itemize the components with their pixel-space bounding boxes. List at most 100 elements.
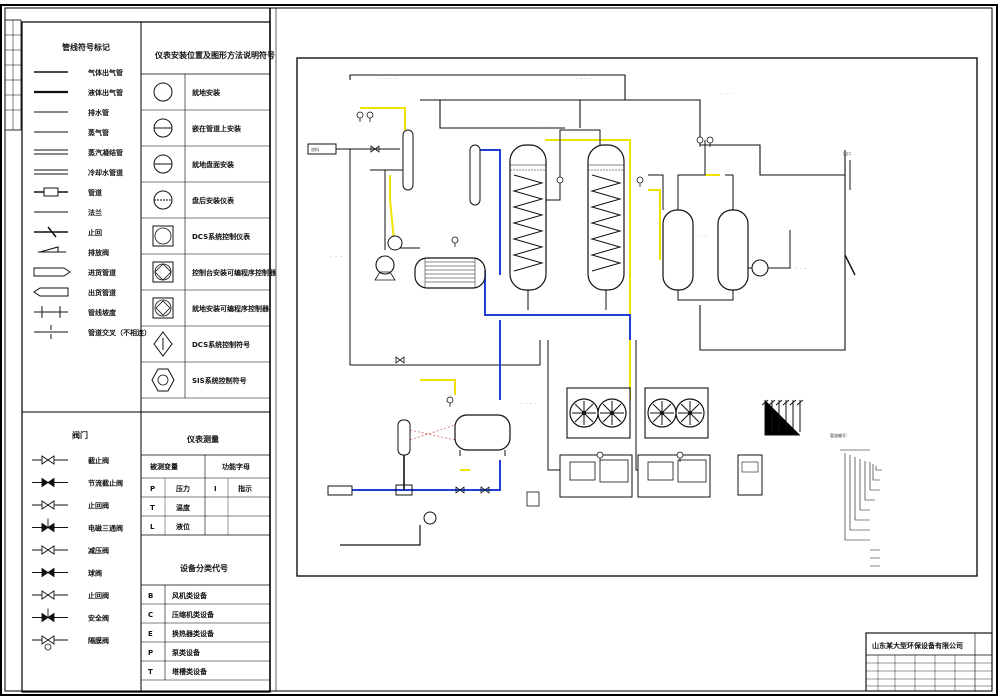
- instrument-symbol-icon: [151, 368, 175, 392]
- function-label: 压缩机类设备: [172, 610, 215, 619]
- function-code: T: [148, 668, 153, 676]
- pipe-legend-label: 气体出气管: [87, 68, 123, 77]
- legend-instruments-title: 仪表安装位置及图形方法说明符号: [154, 50, 275, 60]
- pipe-legend-row: 蒸汽凝结管: [34, 148, 123, 157]
- valve-legend-label: 止回阀: [88, 591, 109, 600]
- function-table-row: B 风机类设备: [141, 591, 270, 605]
- pipe-legend-row: 排水管: [34, 108, 109, 117]
- pipe-symbol-icon: [33, 287, 69, 297]
- valve-legend-label: 电磁三通阀: [88, 524, 123, 533]
- pipe-legend-row: 气体出气管: [34, 68, 123, 77]
- function-label: 塔槽类设备: [172, 667, 208, 676]
- instrument-legend-row: 就地安装可编程序控制器: [141, 290, 270, 327]
- instrument-legend-row: 嵌在管道上安装: [141, 110, 270, 147]
- pipe-legend-label: 管线坡度: [88, 308, 117, 317]
- instrument-legend-label: 就地安装可编程序控制器: [192, 304, 270, 313]
- pipe-legend-row: 排放阀: [38, 246, 109, 257]
- instrument-legend-label: DCS系统控制符号: [192, 340, 250, 349]
- instrument-table-cell: 液位: [176, 522, 190, 531]
- svg-text:- - - -: - - - -: [520, 401, 537, 406]
- diagram-area: [296, 57, 978, 577]
- valve-legend-row: 隔膜阀: [32, 635, 109, 651]
- pipe-legend-label: 管道交叉（不相连）: [88, 328, 151, 337]
- valve-symbol-icon: [32, 477, 68, 488]
- instrument-table-cell: 温度: [176, 503, 191, 512]
- instrument-legend-label: 就地安装: [192, 88, 220, 97]
- pipe-symbol-icon: [34, 306, 68, 318]
- instrument-table-row: L 液位: [150, 522, 190, 531]
- instrument-symbol-icon: [153, 190, 173, 210]
- function-code: B: [148, 592, 153, 600]
- instrument-table-cell: I: [214, 485, 217, 493]
- binding-strip-lines: [5, 20, 21, 130]
- function-label: 换热器类设备: [172, 629, 215, 638]
- function-code: P: [148, 649, 153, 657]
- valve-symbol-icon: [32, 518, 68, 533]
- instrument-legend-label: 控制台安装可编程序控制器: [192, 268, 277, 277]
- instrument-table-cell: 压力: [176, 484, 190, 493]
- pipe-legend-label: 液体出气管: [88, 88, 123, 97]
- instrument-symbol-icon: [153, 154, 173, 174]
- svg-text:- - - -: - - - -: [575, 76, 592, 81]
- valve-legend-row: 安全阀: [32, 608, 109, 623]
- pipe-legend-label: 法兰: [88, 208, 102, 217]
- pipe-symbol-icon: [34, 169, 68, 175]
- column-2: [587, 144, 625, 291]
- pipe-legend-label: 冷却水管道: [88, 168, 123, 177]
- instrument-legend-row: 控制台安装可编程序控制器: [141, 254, 277, 291]
- valve-symbol-icon: [32, 545, 68, 555]
- instrument-legend-label: 嵌在管道上安装: [192, 124, 241, 133]
- instrument-symbol-icon: [152, 297, 174, 319]
- valve-legend-row: 球阀: [32, 567, 102, 578]
- instrument-legend-label: SIS系统控制符号: [192, 376, 247, 385]
- valve-legend-row: 节流截止阀: [32, 477, 123, 488]
- pipe-symbol-icon: [34, 187, 68, 197]
- legend-instruments: 仪表安装位置及图形方法说明符号 就地安装嵌在管道上安装就地盘面安装盘后安装仪表D…: [141, 50, 277, 399]
- function-table-row: T 塔槽类设备: [141, 667, 270, 681]
- instrument-symbol-icon: [153, 82, 173, 102]
- instrument-table-cell: L: [150, 523, 155, 531]
- title-block: 山东某大型环保设备有限公司: [865, 632, 993, 692]
- pipe-legend-row: 出货管道: [33, 287, 116, 297]
- legend-pipes-title: 管线符号标记: [62, 42, 110, 52]
- pipe-bundle: [761, 399, 804, 436]
- instrument-symbol-icon: [152, 225, 174, 247]
- condensing-unit-2: [637, 387, 711, 498]
- instrument-table-title: 仪表测量: [186, 434, 219, 444]
- valve-legend-row: 止回阀: [32, 500, 109, 510]
- function-code: E: [148, 630, 153, 638]
- legend-panel: [21, 21, 271, 693]
- pipe-legend-label: 进货管道: [88, 268, 116, 277]
- pipe-symbol-icon: [34, 149, 68, 155]
- valve-legend-row: 电磁三通阀: [32, 518, 123, 533]
- valve-legend-label: 隔膜阀: [88, 636, 109, 645]
- valve-symbol-icon: [32, 590, 68, 600]
- valve-legend-label: 止回阀: [88, 501, 109, 510]
- valve-symbol-icon: [32, 635, 68, 651]
- instrument-legend-row: DCS系统控制仪表: [141, 218, 270, 255]
- pipe-symbol-icon: [34, 226, 68, 238]
- pipe-legend-row: 法兰: [34, 208, 102, 217]
- pipe-legend-label: 止回: [88, 228, 102, 237]
- pipe-legend-label: 出货管道: [88, 288, 116, 297]
- instrument-legend-label: 盘后安装仪表: [192, 196, 235, 205]
- legend-valves-title: 阀门: [72, 430, 88, 440]
- function-label: 风机类设备: [172, 591, 208, 600]
- pipe-legend-label: 蒸气管: [88, 128, 109, 137]
- valve-symbol-icon: [32, 608, 68, 623]
- svg-text:- - - -: - - - -: [790, 266, 807, 271]
- function-table-title: 设备分类代号: [180, 563, 228, 573]
- pipe-legend-label: 管道: [88, 188, 102, 197]
- callout-lines: [840, 449, 882, 567]
- function-table-row: E 换热器类设备: [141, 629, 270, 643]
- valve-legend-label: 安全阀: [88, 614, 109, 623]
- sheet-border: [0, 4, 998, 696]
- pipe-legend-label: 排放阀: [88, 248, 109, 257]
- pipe-legend-row: 止回: [34, 226, 102, 238]
- pipe-legend-row: 液体出气管: [34, 88, 123, 97]
- pipe-legend-row: 管线坡度: [34, 306, 117, 318]
